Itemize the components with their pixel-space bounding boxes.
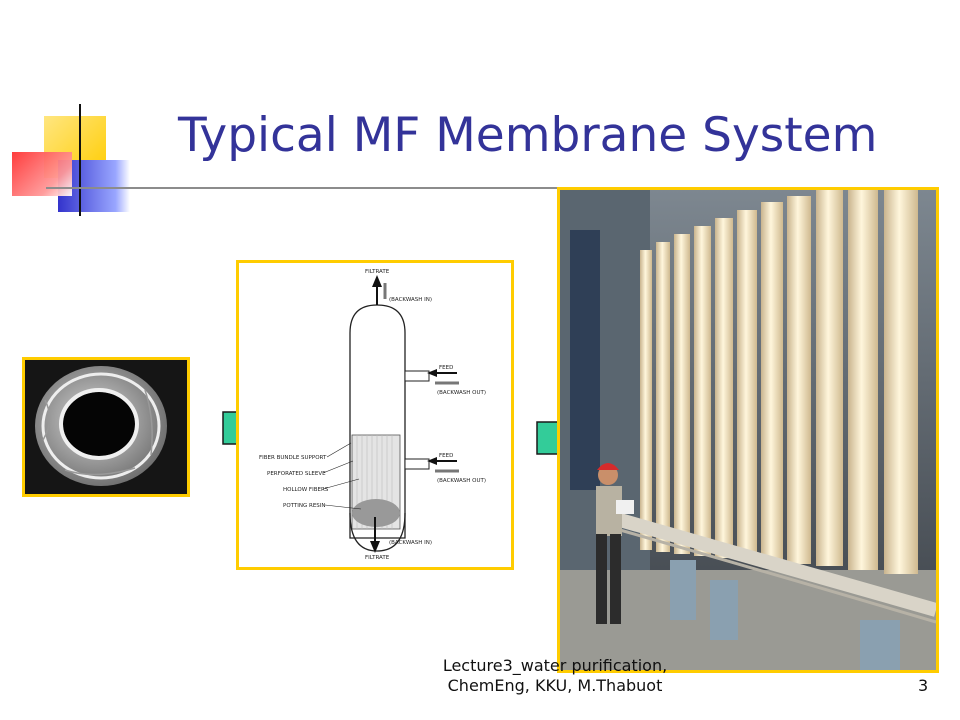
- membrane-plant-photo: [557, 187, 939, 673]
- label-fiber-bundle-support: FIBER BUNDLE SUPPORT: [259, 455, 327, 461]
- decor-red-square: [12, 152, 72, 196]
- label-filtrate-bottom: FILTRATE: [365, 555, 390, 561]
- plant-photo-image: [560, 190, 936, 670]
- label-feed-lower: FEED: [439, 453, 453, 459]
- label-filtrate-top: FILTRATE: [365, 269, 390, 275]
- slide-footer: Lecture3_water purification, ChemEng, KK…: [395, 656, 715, 696]
- footer-line-1: Lecture3_water purification,: [442, 656, 668, 675]
- label-backwash-in-bottom: (BACKWASH IN): [389, 540, 432, 546]
- title-underline: [46, 187, 910, 189]
- label-feed-upper: FEED: [439, 365, 453, 371]
- membrane-module-diagram: FILTRATE (BACKWASH IN) FEED (BACKWASH OU…: [236, 260, 514, 570]
- label-perforated-sleeve: PERFORATED SLEEVE: [267, 471, 326, 477]
- fiber-cross-section-image: [25, 360, 187, 494]
- label-hollow-fibers: HOLLOW FIBERS: [283, 487, 329, 493]
- label-potting-resin: POTTING RESIN: [283, 503, 326, 509]
- fiber-micrograph: [22, 357, 190, 497]
- footer-line-2: ChemEng, KKU, M.Thabuot: [447, 676, 663, 695]
- label-backwash-in-top: (BACKWASH IN): [389, 297, 432, 303]
- label-backwash-out-lower: (BACKWASH OUT): [437, 478, 486, 484]
- page-number: 3: [918, 676, 929, 695]
- decor-vertical-line: [79, 104, 81, 216]
- label-backwash-out-upper: (BACKWASH OUT): [437, 390, 486, 396]
- slide-title: Typical MF Membrane System: [178, 108, 878, 163]
